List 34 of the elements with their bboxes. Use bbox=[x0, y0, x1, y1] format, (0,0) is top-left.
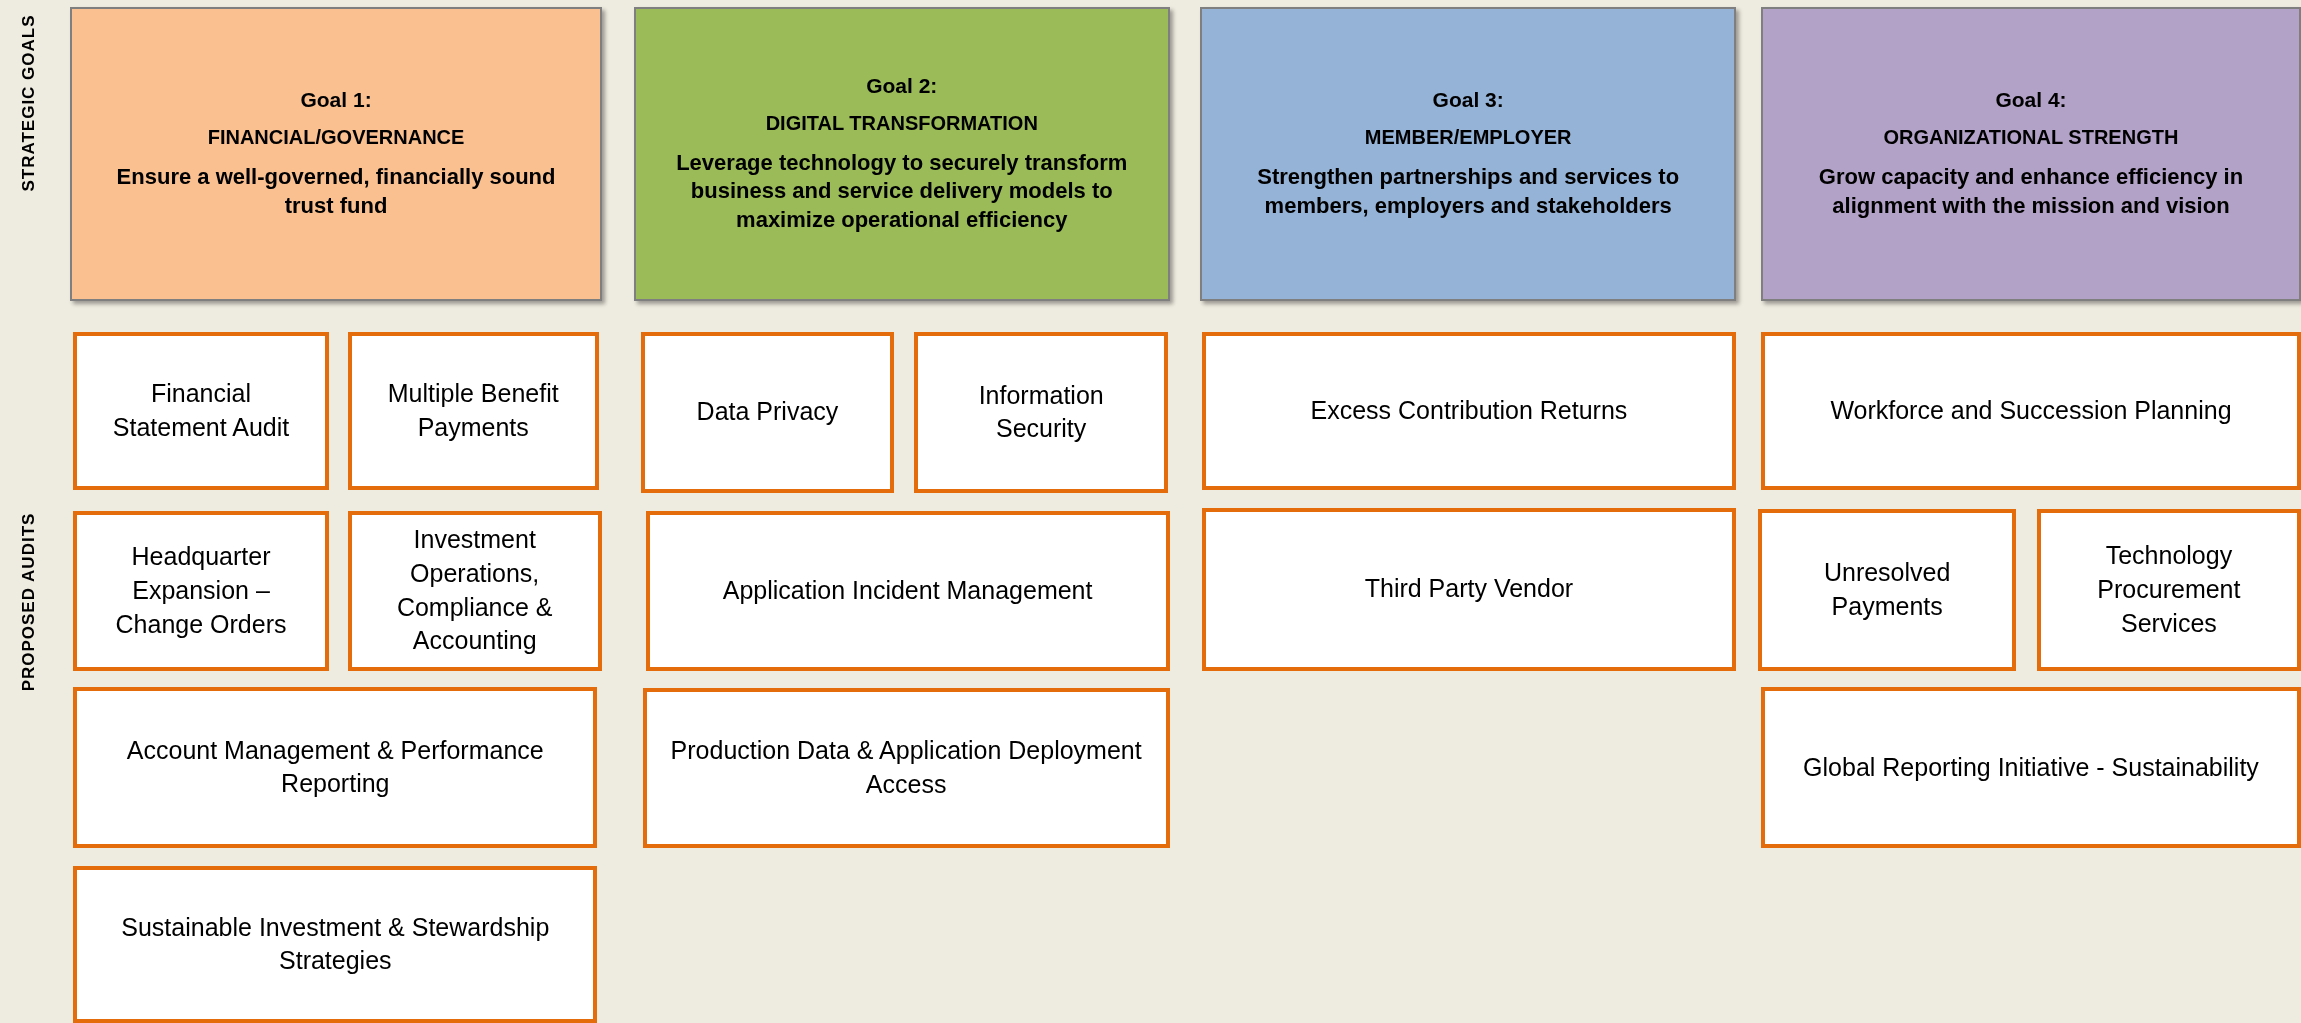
row-label: STRATEGIC GOALS bbox=[19, 14, 40, 192]
goal-heading: MEMBER/EMPLOYER bbox=[1364, 125, 1572, 149]
audit-box: Technology Procurement Services bbox=[2036, 509, 2301, 671]
audit-box: Production Data & Application Deployment Access bbox=[642, 688, 1170, 849]
goal-description: Leverage technology to securely transform business and service delivery models to maximize operational efficiency bbox=[675, 148, 1129, 234]
goal-card bbox=[633, 7, 1170, 301]
audit-box: Information Security bbox=[914, 331, 1169, 494]
audit-box: Sustainable Investment & Stewardship Strategies bbox=[73, 865, 598, 1023]
goal-description: Grow capacity and enhance efficiency in alignment with the mission and vision bbox=[1817, 162, 2245, 220]
audit-box: Workforce and Succession Planning bbox=[1760, 331, 2301, 491]
audit-box: Application Incident Management bbox=[645, 510, 1170, 671]
goal-number: Goal 4: bbox=[1995, 87, 2067, 112]
goal-description: Ensure a well-governed, financially sound trust fund bbox=[115, 162, 557, 220]
audit-box: Investment Operations, Compliance & Accounting bbox=[347, 510, 602, 671]
audit-box: Third Party Vendor bbox=[1201, 507, 1736, 671]
audit-box: Unresolved Payments bbox=[1758, 509, 2017, 671]
goal-number: Goal 2: bbox=[866, 73, 938, 98]
audit-box: Global Reporting Initiative - Sustainability bbox=[1760, 686, 2301, 849]
goal-description: Strengthen partnerships and services to members, employers and stakeholders bbox=[1256, 162, 1681, 220]
audit-box: Data Privacy bbox=[641, 331, 894, 494]
goal-heading: FINANCIAL/GOVERNANCE bbox=[207, 125, 465, 149]
goal-card bbox=[70, 7, 602, 301]
row-label: PROPOSED AUDITS bbox=[19, 512, 40, 691]
audit-box: Excess Contribution Returns bbox=[1201, 331, 1736, 491]
audit-box: Account Management & Performance Reporting bbox=[73, 686, 598, 849]
audit-box: Multiple Benefit Payments bbox=[347, 331, 599, 491]
audit-box: Financial Statement Audit bbox=[73, 331, 329, 491]
goal-number: Goal 1: bbox=[300, 87, 372, 112]
goal-card bbox=[1200, 7, 1736, 301]
goal-heading: ORGANIZATIONAL STRENGTH bbox=[1883, 125, 2179, 149]
goal-number: Goal 3: bbox=[1432, 87, 1504, 112]
audit-box: Headquarter Expansion – Change Orders bbox=[73, 510, 329, 671]
goal-card bbox=[1760, 7, 2301, 301]
goal-heading: DIGITAL TRANSFORMATION bbox=[765, 111, 1038, 135]
